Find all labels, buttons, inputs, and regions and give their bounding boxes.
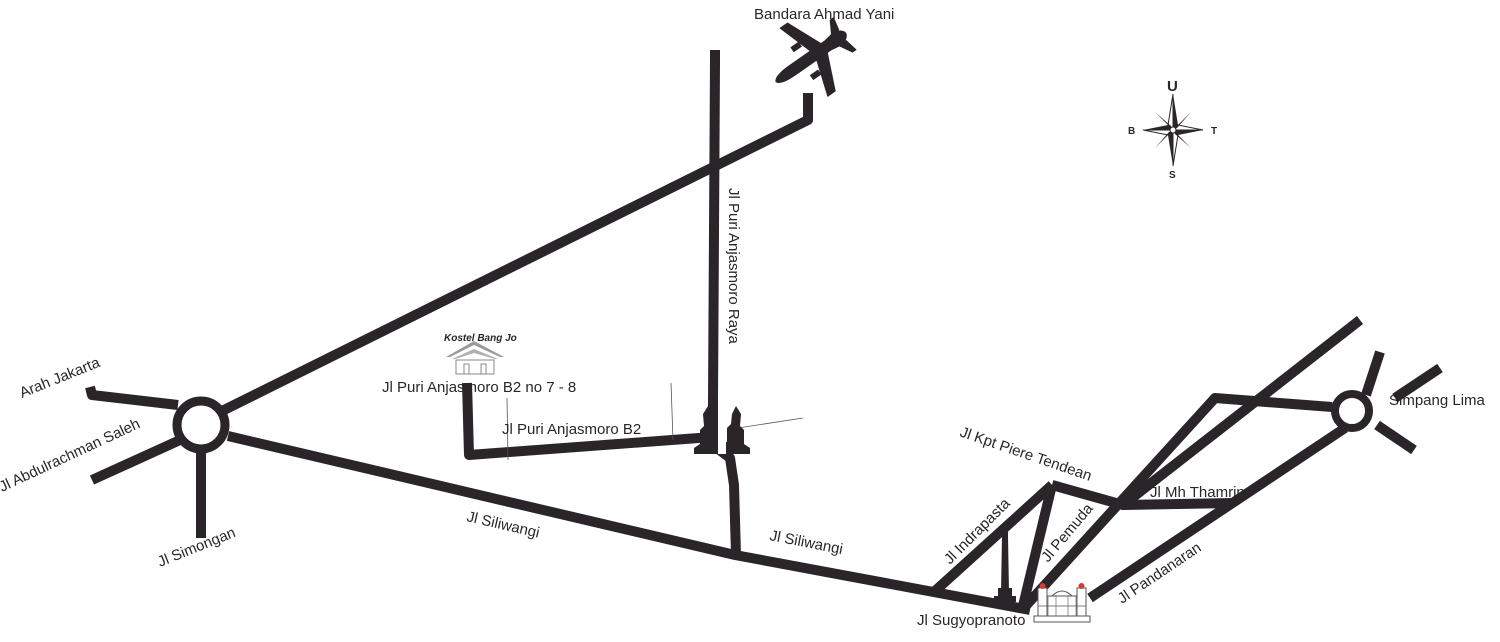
lawang-sewu-building-icon xyxy=(1033,583,1091,623)
road-abdulrachman-saleh xyxy=(89,435,183,485)
road-pandanaran xyxy=(1087,423,1348,603)
road-simpang-lima-se xyxy=(1374,420,1417,455)
label-mh-thamrin: Jl Mh Thamrin xyxy=(1150,484,1245,501)
compass-south-label: S xyxy=(1169,170,1176,181)
tugu-monument-icon xyxy=(994,532,1016,602)
guide-line-1 xyxy=(670,382,674,441)
label-abdulrachman-saleh: Jl Abdulrachman Saleh xyxy=(0,415,143,495)
roundabout-simpang-lima xyxy=(1331,390,1373,432)
label-puri-anjasmoro-b2: Jl Puri Anjasmoro B2 xyxy=(502,421,641,438)
label-airport: Bandara Ahmad Yani xyxy=(754,6,894,23)
road-siliwangi xyxy=(226,431,1031,615)
road-simpang-lima-n xyxy=(1361,350,1385,397)
compass-rose-icon xyxy=(1142,93,1204,167)
compass-north-label: U xyxy=(1167,78,1178,95)
road-indrapasta xyxy=(931,481,1056,595)
roundabout-west xyxy=(172,396,230,454)
label-siliwangi-1: Jl Siliwangi xyxy=(465,508,541,541)
label-puri-anjasmoro-raya: Jl Puri Anjasmoro Raya xyxy=(725,188,742,345)
road-diagonal-pemuda xyxy=(1018,393,1333,614)
road-diagonal-north xyxy=(1119,316,1364,509)
house-icon xyxy=(446,341,504,375)
guide-line-3 xyxy=(506,397,509,461)
label-sugyopranoto: Jl Sugyopranoto xyxy=(917,612,1025,629)
guide-line-2 xyxy=(737,417,804,429)
kostel-label: Kostel Bang Jo xyxy=(444,333,517,344)
road-simpang-lima-ne xyxy=(1392,363,1443,403)
road-pemuda xyxy=(1017,483,1057,612)
label-simpang-lima: Simpang Lima xyxy=(1389,392,1486,409)
roads xyxy=(85,50,1443,615)
gate-monument-icon xyxy=(694,406,750,454)
label-kpt-piere-tendean: Jl Kpt Piere Tendean xyxy=(958,424,1094,485)
label-siliwangi-2: Jl Siliwangi xyxy=(768,527,844,558)
compass-west-label: B xyxy=(1128,126,1135,137)
label-address: Jl Puri Anjasmoro B2 no 7 - 8 xyxy=(382,379,576,396)
airplane-icon xyxy=(775,16,857,97)
road-puri-anjasmoro-b2 xyxy=(462,382,713,460)
road-arah-jakarta xyxy=(85,385,179,410)
compass-east-label: T xyxy=(1211,126,1217,137)
road-to-airport xyxy=(219,93,813,416)
